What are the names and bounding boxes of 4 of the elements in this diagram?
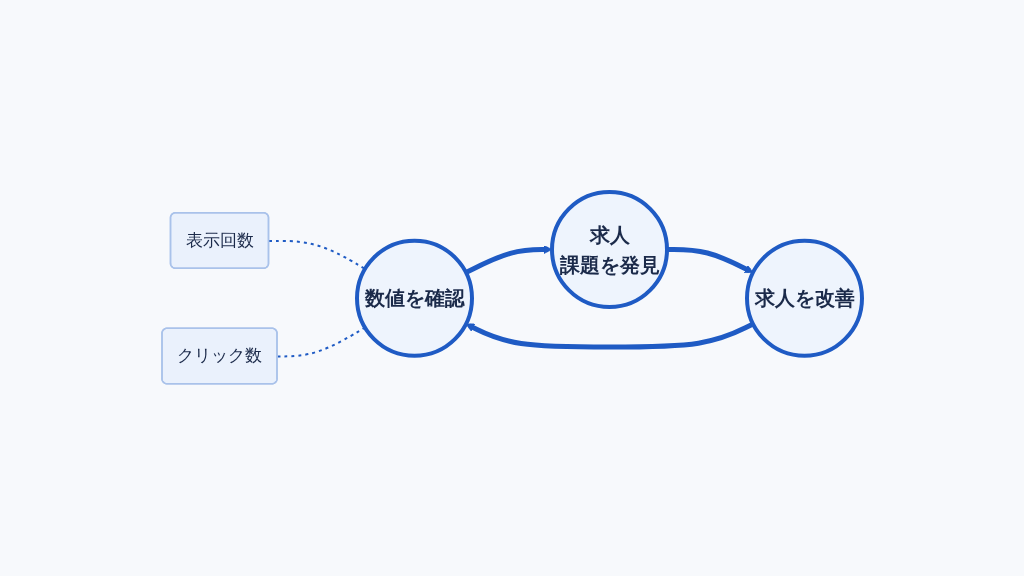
node-circle: 求人を改善: [745, 238, 864, 358]
node-circle: 求人 課題を発見: [550, 190, 669, 310]
node-circle: 数値を確認: [355, 238, 474, 358]
arrow: [667, 247, 754, 274]
